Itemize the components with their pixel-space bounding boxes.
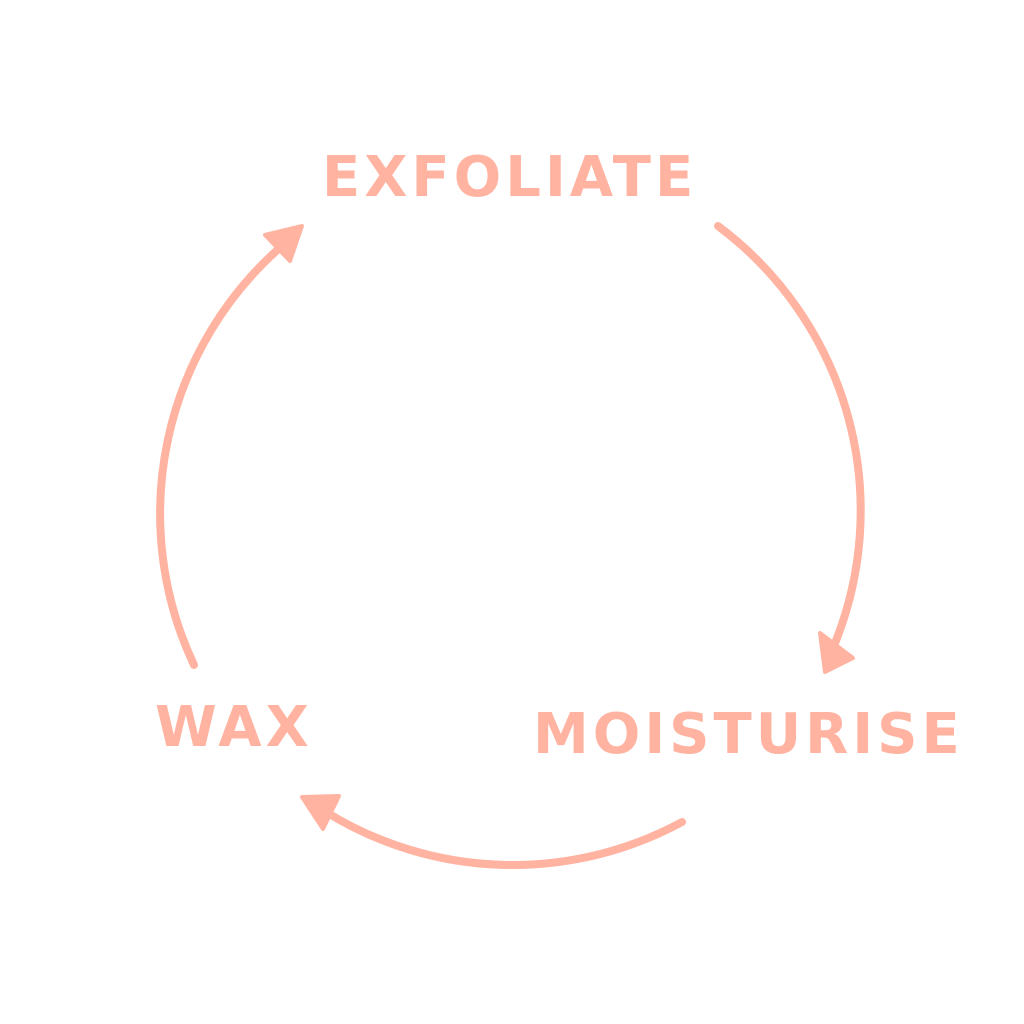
step-label-exfoliate: EXFOLIATE: [322, 145, 698, 210]
arrowhead-moisturise: [818, 631, 855, 674]
step-label-moisturise: MOISTURISE: [533, 702, 964, 767]
arrow-moisturise-to-wax: [322, 808, 686, 869]
arrowhead-wax: [300, 794, 341, 831]
arrowhead-exfoliate: [263, 224, 304, 263]
arrow-wax-to-exfoliate: [156, 241, 287, 669]
arrow-exfoliate-to-moisturise: [714, 222, 865, 652]
step-label-wax: WAX: [155, 695, 313, 760]
